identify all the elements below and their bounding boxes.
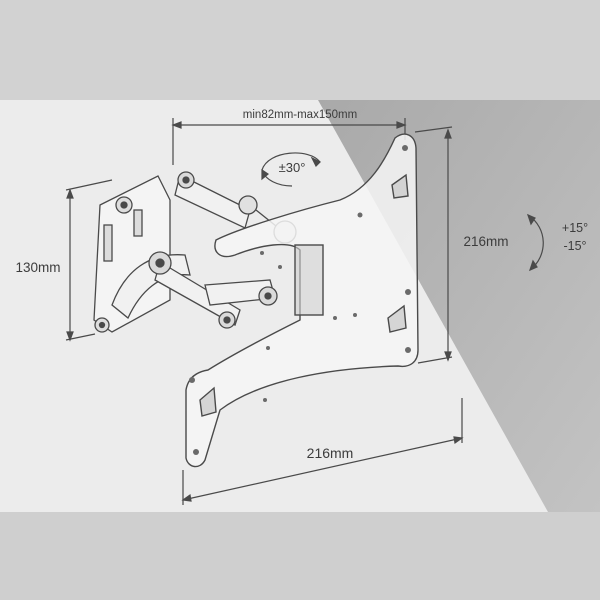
arm-extension-label: min82mm-max150mm	[243, 109, 357, 121]
plate-width-label: 216mm	[307, 445, 354, 461]
swivel-arrows	[261, 152, 322, 187]
tilt-down-label: -15°	[563, 239, 586, 253]
plate-height-label: 216mm	[463, 234, 508, 249]
bottom-band	[0, 512, 600, 600]
tilt-up-label: +15°	[562, 221, 588, 235]
arm-extension-dimension	[171, 118, 407, 165]
swivel-label: ±30°	[279, 160, 306, 175]
articulating-arm	[111, 171, 297, 329]
height-left-dimension	[65, 179, 113, 342]
mounting-holes	[189, 145, 411, 455]
wall-plate	[93, 175, 171, 333]
plate-height-dimension	[414, 126, 453, 364]
top-band	[0, 0, 600, 100]
height-left-label: 130mm	[15, 260, 60, 275]
tilt-arrows	[527, 213, 544, 272]
plate-width-dimension	[181, 398, 464, 505]
